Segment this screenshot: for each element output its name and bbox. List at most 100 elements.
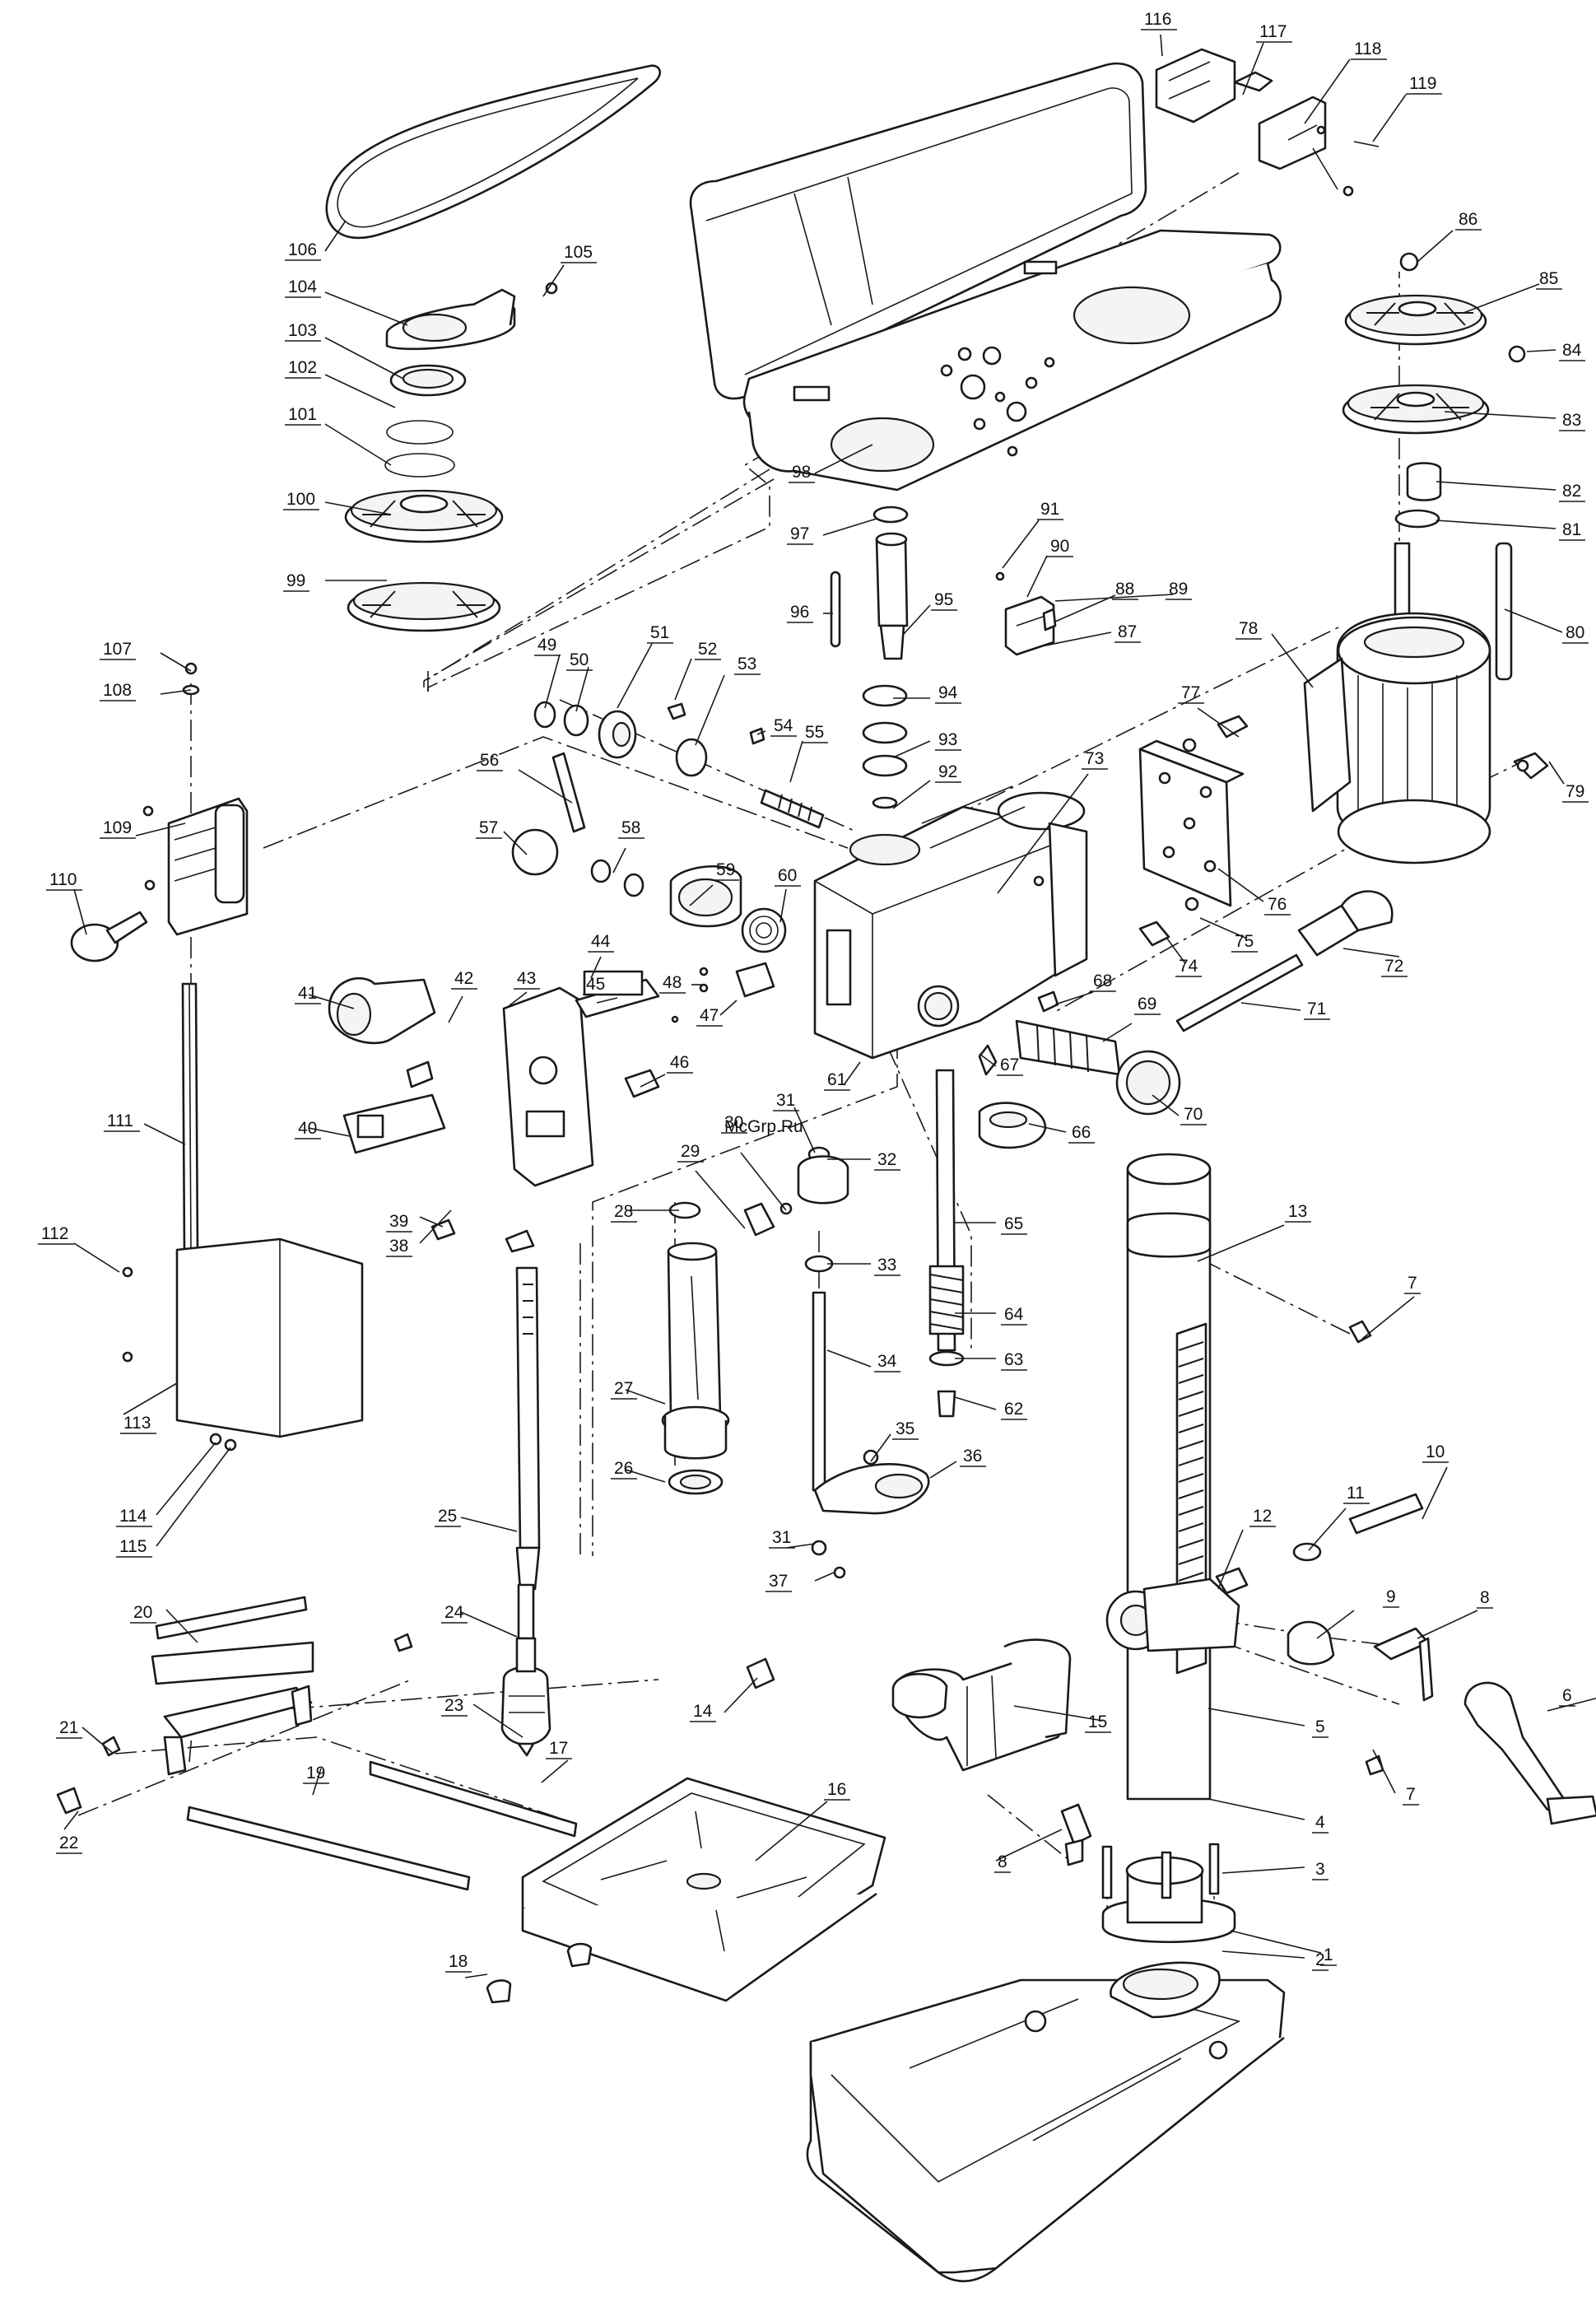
part-number-labels: 1234567788910111213141516171819202122232… — [41, 10, 1584, 1971]
part-number-label: 108 — [103, 681, 132, 700]
return-spring-assembly — [511, 752, 787, 953]
part-number-label: 62 — [1004, 1400, 1023, 1419]
part-number-label: 74 — [1179, 957, 1198, 976]
callout-leader-line — [1197, 707, 1240, 738]
callout-leader-line — [1197, 1224, 1285, 1262]
part-number-label: 118 — [1354, 40, 1381, 58]
part-number-label: 4 — [1315, 1813, 1325, 1832]
part-number-label: 89 — [1169, 580, 1188, 599]
part-number-label: 57 — [479, 818, 498, 837]
part-number-label: 24 — [444, 1603, 464, 1622]
callout-leader-line — [814, 1572, 835, 1582]
callout-leader-line — [542, 264, 565, 297]
part-number-label: 77 — [1181, 683, 1200, 702]
base — [806, 1961, 1286, 2282]
part-number-label: 64 — [1004, 1305, 1024, 1324]
part-number-label: 110 — [49, 870, 77, 889]
callout-leader-line — [689, 884, 714, 906]
callout-leader-line — [892, 780, 931, 809]
part-number-label: 114 — [119, 1507, 147, 1526]
callout-leader-line — [135, 822, 186, 836]
callout-leader-line — [1221, 1866, 1305, 1874]
part-number-label: 113 — [123, 1414, 151, 1433]
feed-handle-assembly — [928, 890, 1394, 1418]
part-number-label: 54 — [774, 716, 793, 735]
callout-leader-line — [324, 501, 392, 515]
part-number-label: 20 — [133, 1603, 152, 1622]
callout-leader-line — [814, 444, 873, 474]
callout-leader-line — [1054, 991, 1094, 1005]
part-number-label: 33 — [877, 1256, 896, 1274]
callout-leader-line — [73, 888, 87, 935]
callout-leader-line — [575, 666, 589, 712]
callout-leader-line — [1221, 1950, 1305, 1959]
part-number-label: 16 — [827, 1780, 846, 1799]
part-number-label: 48 — [663, 973, 682, 992]
part-number-label: 39 — [389, 1212, 408, 1231]
part-number-label: 71 — [1307, 1000, 1326, 1018]
part-number-label: 96 — [790, 603, 809, 622]
part-number-label: 32 — [877, 1150, 896, 1169]
callout-leader-line — [755, 1801, 828, 1862]
callout-leader-line — [156, 1442, 216, 1516]
callout-leader-line — [1304, 58, 1351, 124]
part-number-label: 111 — [107, 1111, 133, 1130]
callout-leader-line — [419, 1209, 452, 1244]
callout-leader-line — [695, 674, 725, 746]
callout-leader-line — [740, 1152, 787, 1211]
part-number-label: 49 — [537, 636, 556, 655]
callout-leader-line — [1199, 917, 1248, 939]
callout-leader-line — [1230, 1930, 1322, 1954]
part-number-label: 10 — [1426, 1442, 1445, 1461]
part-number-label: 29 — [681, 1142, 700, 1161]
part-number-label: 30 — [724, 1113, 743, 1132]
callout-leader-line — [1240, 1002, 1301, 1011]
column-flange — [1101, 1843, 1236, 1943]
part-number-label: 94 — [938, 683, 958, 702]
callout-leader-line — [1435, 520, 1556, 529]
callout-leader-line — [892, 740, 931, 758]
part-number-label: 99 — [286, 571, 305, 590]
callout-leader-line — [464, 1973, 488, 1978]
part-number-label: 106 — [288, 240, 317, 259]
part-number-label: 95 — [934, 590, 953, 609]
callout-leader-line — [997, 773, 1089, 894]
callout-leader-line — [719, 1000, 738, 1016]
callout-leader-line — [1160, 34, 1163, 57]
part-number-label: 31 — [772, 1528, 791, 1547]
part-number-label: 56 — [480, 751, 499, 770]
belt — [325, 64, 662, 240]
part-number-label: 67 — [1000, 1055, 1019, 1074]
part-number-label: 21 — [59, 1718, 78, 1737]
part-number-label: 11 — [1347, 1484, 1365, 1503]
part-number-label: 119 — [1409, 74, 1436, 93]
part-number-label: 52 — [698, 640, 717, 659]
part-number-label: 19 — [306, 1764, 325, 1782]
part-number-label: 2 — [1315, 1950, 1325, 1969]
callout-leader-line — [1207, 1798, 1305, 1820]
watermark-text: McGrp.Ru — [724, 1117, 803, 1136]
callout-leader-line — [822, 518, 877, 536]
part-number-label: 92 — [938, 762, 957, 781]
callout-leader-line — [1548, 761, 1565, 785]
part-number-label: 40 — [298, 1119, 317, 1138]
part-number-label: 90 — [1050, 537, 1069, 556]
callout-leader-line — [1361, 1296, 1415, 1340]
callout-leader-line — [1002, 520, 1040, 569]
motor-mount-plate — [1138, 715, 1249, 947]
part-number-label: 109 — [103, 818, 132, 837]
part-number-label: 70 — [1184, 1105, 1203, 1124]
callout-leader-line — [596, 997, 618, 1004]
part-number-label: 15 — [1088, 1713, 1107, 1731]
spindle-pulley-assembly — [344, 282, 558, 632]
part-number-label: 50 — [570, 650, 589, 669]
depth-gauge-assembly — [70, 662, 364, 1452]
part-number-label: 87 — [1118, 622, 1137, 641]
part-number-label: 13 — [1288, 1202, 1307, 1221]
callout-leader-line — [1372, 1749, 1396, 1794]
part-number-label: 63 — [1004, 1350, 1023, 1369]
part-number-label: 107 — [103, 640, 132, 659]
callout-leader-line — [1463, 283, 1540, 314]
part-number-label: 98 — [792, 463, 811, 482]
part-number-label: 18 — [449, 1952, 468, 1971]
